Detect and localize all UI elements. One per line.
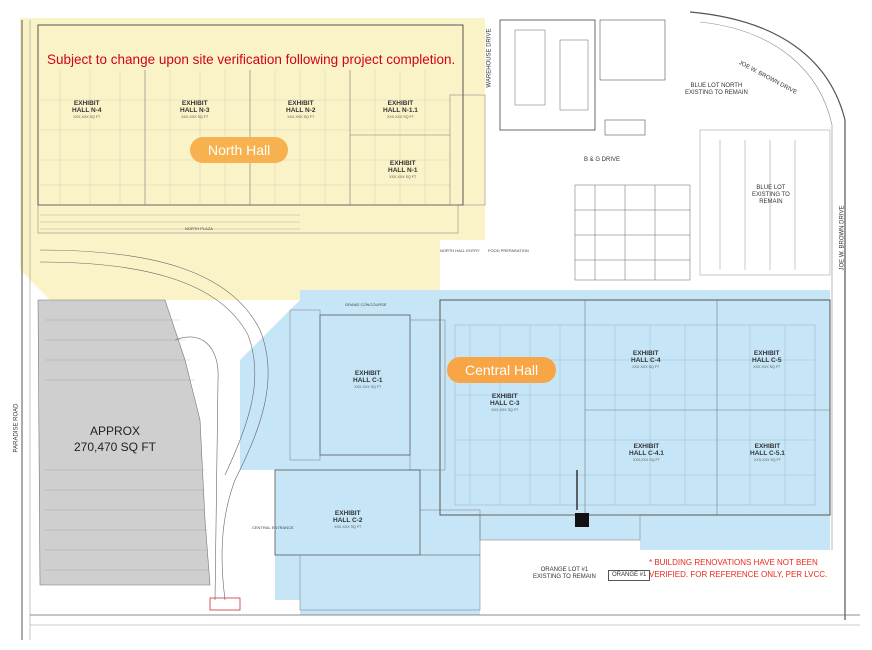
hall-c1-sub: XXX,XXX SQ FT — [354, 384, 382, 389]
hall-n4-title: EXHIBIT — [73, 100, 100, 107]
north-hall-pill: North Hall — [190, 137, 289, 163]
hall-c4-sub: XXX,XXX SQ FT — [632, 364, 660, 369]
hall-c51-name: HALL C-5.1 — [750, 450, 785, 458]
hall-c1-name: HALL C-1 — [353, 377, 383, 385]
central-hall-pill: Central Hall — [447, 357, 557, 383]
central-entrance-label: CENTRAL ENTRANCE — [252, 525, 294, 530]
hall-c3-title: EXHIBIT — [491, 393, 518, 400]
hall-c5-title: EXHIBIT — [753, 350, 780, 357]
hall-c3-name: HALL C-3 — [490, 400, 520, 408]
blue-lot-north-label: BLUE LOT NORTH EXISTING TO REMAIN — [685, 83, 748, 97]
hall-n3-name: HALL N-3 — [180, 107, 210, 115]
hall-c41-sub: XXX,XXX SQ FT — [632, 457, 660, 462]
orange-lot-tag: ORANGE #1 — [608, 570, 651, 582]
parking-garage-grid — [574, 184, 691, 281]
hall-n1-label: EXHIBIT HALL N-1 XXX,XXX SQ FT — [388, 160, 418, 179]
hall-c2-label: EXHIBIT HALL C-2 XXX,XXX SQ FT — [333, 510, 363, 529]
blue-lot-line-2: EXISTING TO — [752, 192, 790, 199]
hall-c5-label: EXHIBIT HALL C-5 XXX,XXX SQ FT — [752, 350, 782, 369]
hall-c41-name: HALL C-4.1 — [629, 450, 664, 458]
hall-c4-title: EXHIBIT — [632, 350, 659, 357]
hall-c51-title: EXHIBIT — [754, 443, 781, 450]
street-joe-brown-side: JOE W. BROWN DRIVE — [839, 205, 846, 271]
orange-lot-line-2: EXISTING TO REMAIN — [533, 574, 596, 581]
hall-c51-sub: XXX,XXX SQ FT — [753, 457, 781, 462]
hall-c3-label: EXHIBIT HALL C-3 XXX,XXX SQ FT — [490, 393, 520, 412]
north-plaza-label: NORTH PLAZA — [185, 226, 213, 231]
grand-concourse-label: GRAND CONCOURSE — [345, 302, 387, 307]
hall-c2-name: HALL C-2 — [333, 517, 363, 525]
hall-n3-label: EXHIBIT HALL N-3 XXX,XXX SQ FT — [180, 100, 210, 119]
hall-n1-name: HALL N-1 — [388, 167, 418, 175]
hall-n1-sub: XXX,XXX SQ FT — [389, 174, 417, 179]
hall-n4-sub: XXX,XXX SQ FT — [73, 114, 101, 119]
hall-n3-title: EXHIBIT — [181, 100, 208, 107]
hall-n2-title: EXHIBIT — [287, 100, 314, 107]
hall-c5-sub: XXX,XXX SQ FT — [753, 364, 781, 369]
hall-c3-sub: XXX,XXX SQ FT — [491, 407, 519, 412]
blue-lot-line-1: BLUE LOT — [756, 185, 786, 191]
central-hall-zone — [240, 290, 830, 615]
hall-c5-name: HALL C-5 — [752, 357, 782, 365]
hall-n1-title: EXHIBIT — [389, 160, 416, 167]
joe-w-brown-road — [689, 11, 846, 620]
hall-n4-label: EXHIBIT HALL N-4 XXX,XXX SQ FT — [72, 100, 102, 119]
disclaimer-line-1: * BUILDING RENOVATIONS HAVE NOT BEEN — [649, 558, 818, 567]
blue-lot-north-line-2: EXISTING TO REMAIN — [685, 90, 748, 97]
approx-area-label: APPROX 270,470 SQ FT — [55, 424, 175, 455]
hall-n2-label: EXHIBIT HALL N-2 XXX,XXX SQ FT — [286, 100, 316, 119]
blue-lot-north-line-1: BLUE LOT NORTH — [690, 83, 743, 89]
hall-c4-label: EXHIBIT HALL C-4 XXX,XXX SQ FT — [631, 350, 661, 369]
hall-n2-name: HALL N-2 — [286, 107, 316, 115]
food-prep-label: FOOD PREPARATION — [488, 248, 529, 253]
north-plaza — [37, 204, 459, 234]
renovation-disclaimer: * BUILDING RENOVATIONS HAVE NOT BEEN VER… — [649, 557, 827, 580]
north-column-grid — [38, 70, 450, 205]
hall-n4-name: HALL N-4 — [72, 107, 102, 115]
central-black-core — [575, 513, 589, 527]
hall-c2-sub: XXX,XXX SQ FT — [334, 524, 362, 529]
hall-n11-label: EXHIBIT HALL N-1.1 XXX,XXX SQ FT — [383, 100, 418, 119]
hall-n11-name: HALL N-1.1 — [383, 107, 418, 115]
disclaimer-line-2: VERIFIED. FOR REFERENCE ONLY, PER LVCC. — [649, 569, 828, 579]
warehouse-building — [499, 19, 596, 131]
hall-n2-sub: XXX,XXX SQ FT — [287, 114, 315, 119]
hall-c41-label: EXHIBIT HALL C-4.1 XXX,XXX SQ FT — [629, 443, 664, 462]
access-ramps — [39, 249, 269, 601]
central-column-grid — [455, 325, 815, 505]
hall-c41-title: EXHIBIT — [633, 443, 660, 450]
approx-line-1: APPROX — [89, 424, 140, 438]
hall-c1-title: EXHIBIT — [354, 370, 381, 377]
street-warehouse-drive: WAREHOUSE DRIVE — [486, 28, 493, 88]
orange-lot-line-1: ORANGE LOT #1 — [540, 567, 589, 573]
street-bg-drive: B & G DRIVE — [584, 157, 621, 163]
blue-lot-line-3: REMAIN — [759, 199, 783, 206]
hall-c1-label: EXHIBIT HALL C-1 XXX,XXX SQ FT — [353, 370, 383, 389]
hall-n11-sub: XXX,XXX SQ FT — [386, 114, 414, 119]
hall-n11-title: EXHIBIT — [387, 100, 414, 107]
street-paradise-road: PARADISE ROAD — [13, 403, 20, 453]
change-notice: Subject to change upon site verification… — [47, 52, 456, 67]
approx-line-2: 270,470 SQ FT — [73, 439, 157, 454]
blue-lot-parking — [699, 129, 831, 276]
north-hall-entry-label: NORTH HALL ENTRY — [440, 248, 480, 253]
hall-n3-sub: XXX,XXX SQ FT — [181, 114, 209, 119]
blue-lot-label: BLUE LOT EXISTING TO REMAIN — [752, 185, 790, 207]
hall-c2-title: EXHIBIT — [334, 510, 361, 517]
hall-c51-label: EXHIBIT HALL C-5.1 XXX,XXX SQ FT — [750, 443, 785, 462]
hall-c4-name: HALL C-4 — [631, 357, 661, 365]
orange-lot-label: ORANGE LOT #1 EXISTING TO REMAIN — [533, 567, 596, 581]
